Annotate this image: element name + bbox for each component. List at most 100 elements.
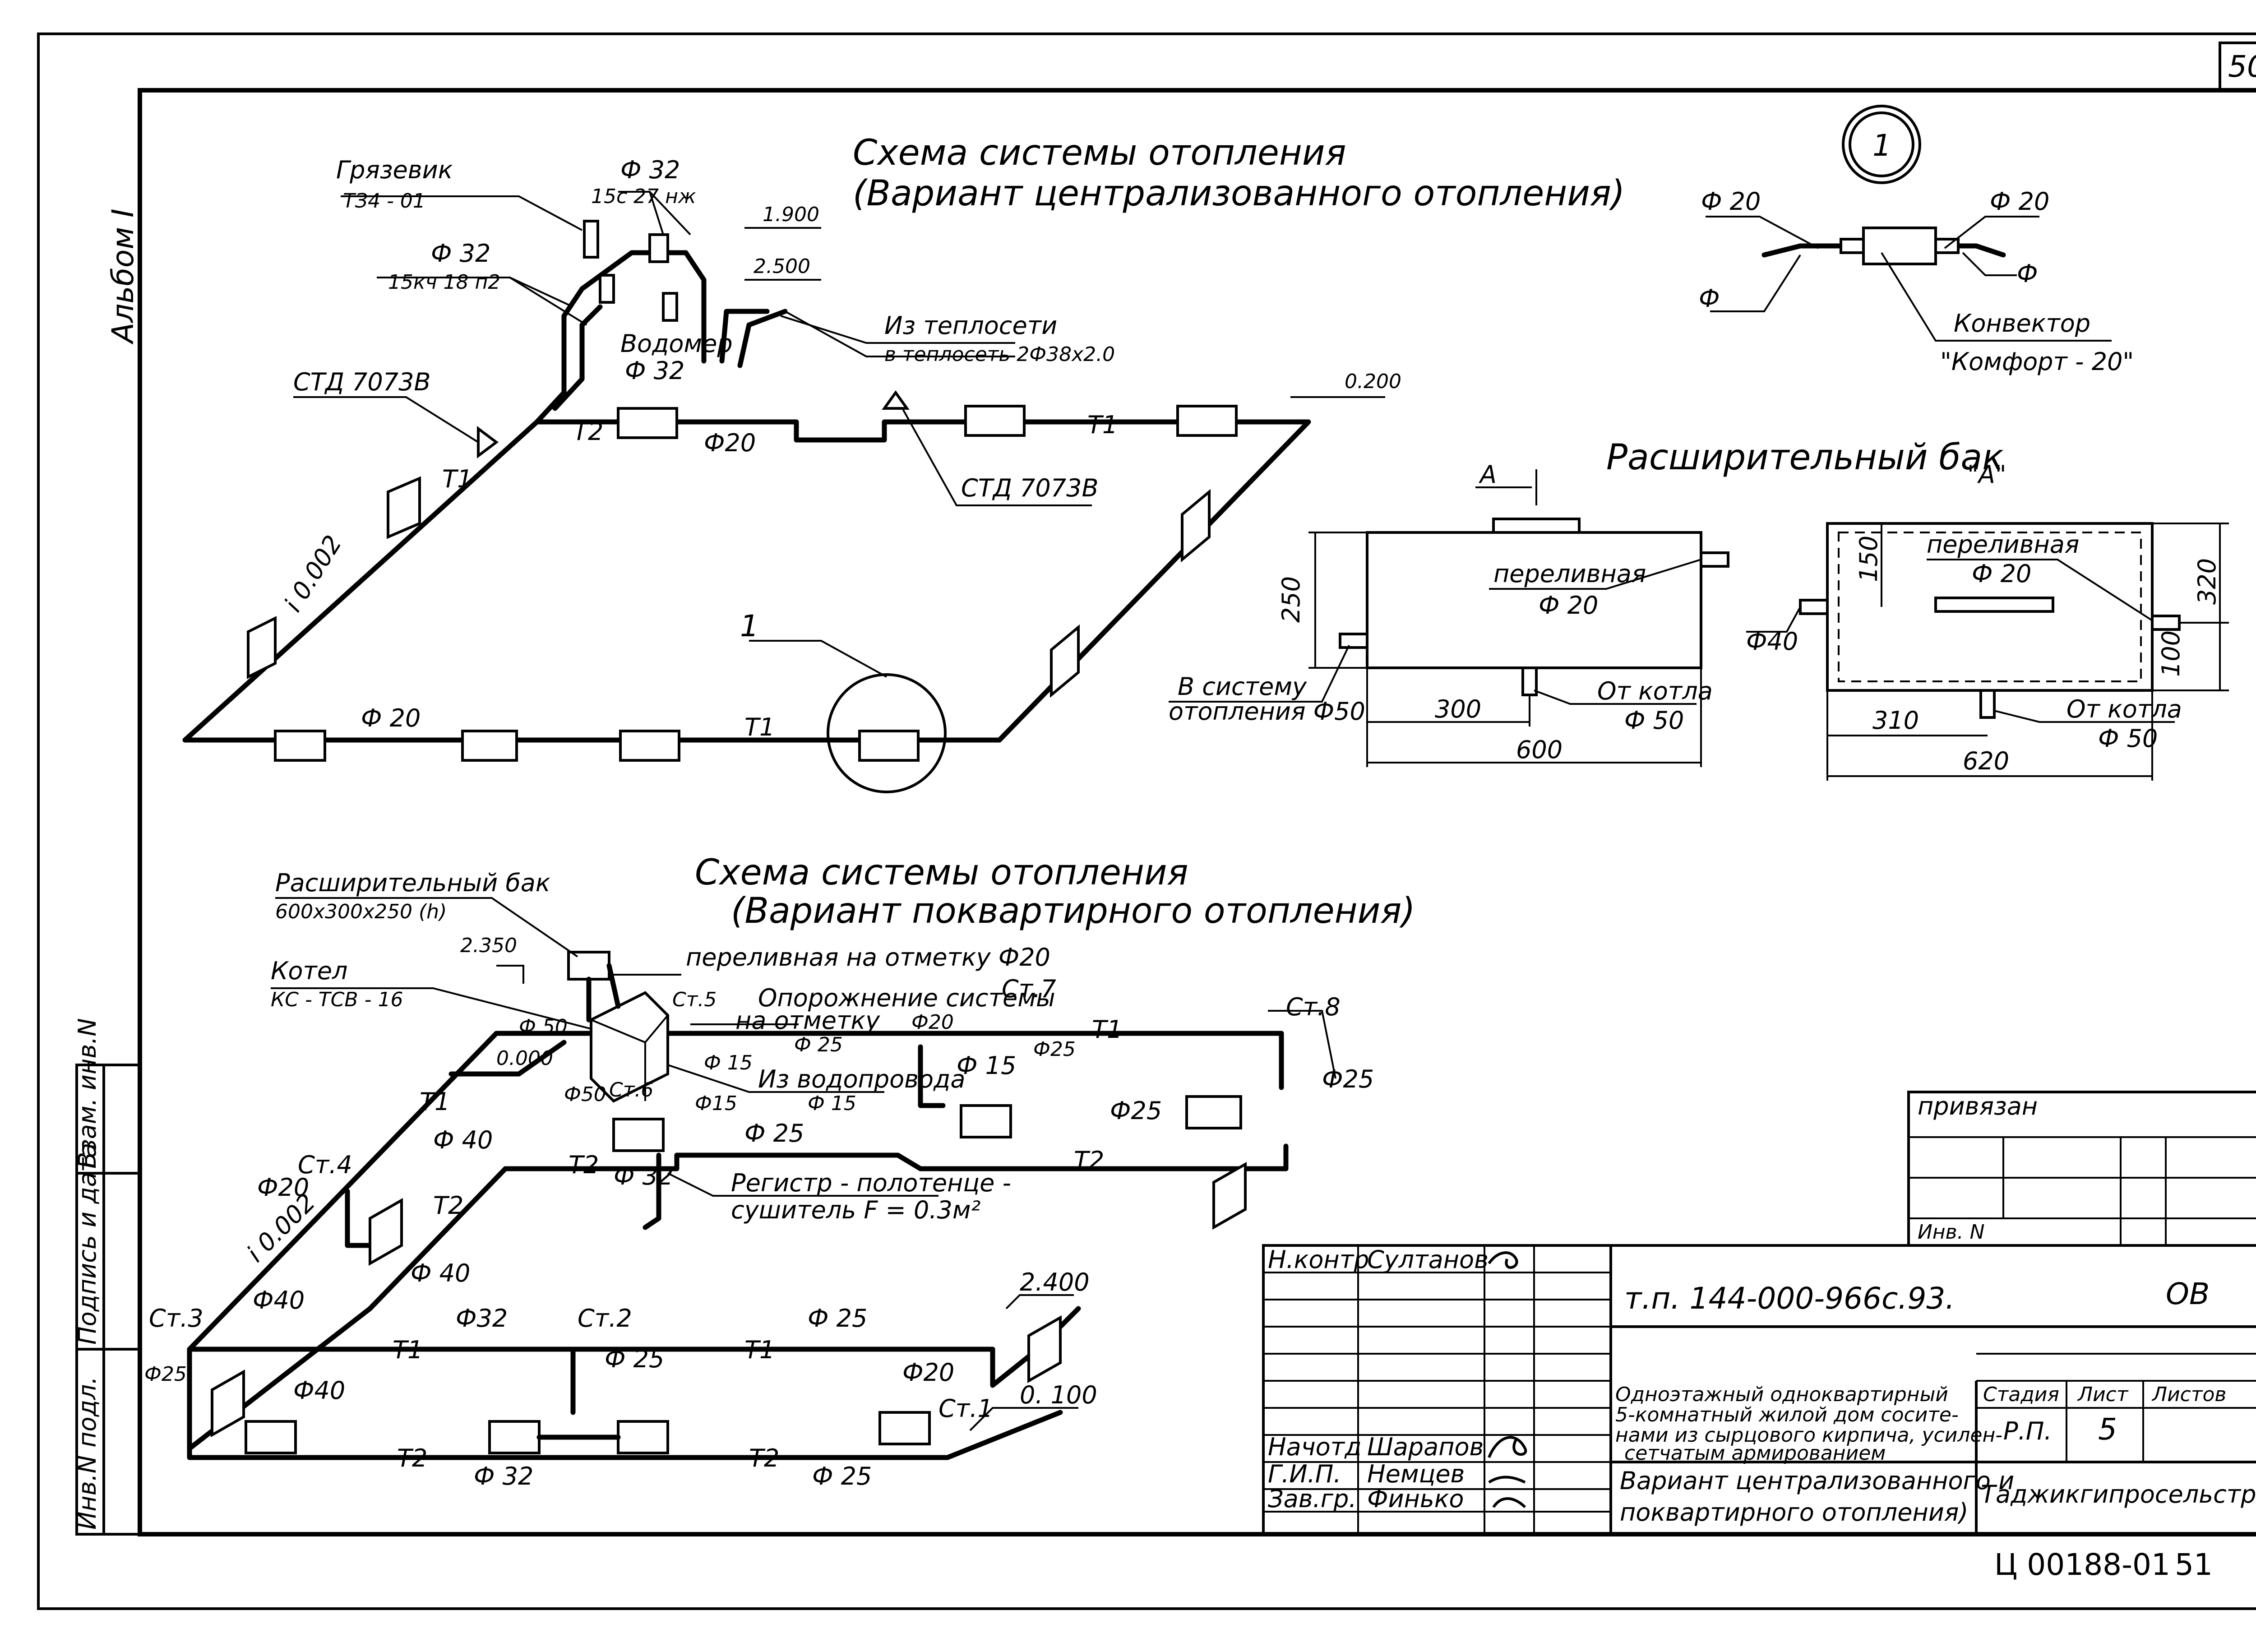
- bottom-d50b: Ф50: [564, 1083, 606, 1106]
- bottom-d25b: Ф25: [1033, 1038, 1076, 1061]
- label-st6: Ст.6: [609, 1078, 653, 1101]
- radiator-st8: [1185, 1095, 1242, 1129]
- dim-310-label: 310: [1872, 706, 1919, 735]
- bottom-d20b: Ф20: [902, 1358, 954, 1387]
- bottom-d20: Ф20: [257, 1173, 309, 1202]
- tank-d40: Ф40: [1746, 627, 1798, 656]
- leader-d40: [1746, 606, 1801, 633]
- from-boiler-1: От котла: [1597, 677, 1713, 705]
- elev-0200: 0.200: [1345, 370, 1401, 393]
- label-st3: Ст.3: [149, 1304, 203, 1333]
- leader-std-1: [293, 396, 479, 443]
- top-scheme-title-1: Схема системы отопления: [853, 133, 1346, 173]
- heat-net-from: Из теплосети: [884, 311, 1057, 340]
- sheet-title-1: Вариант централизованного и: [1620, 1467, 2014, 1495]
- top-riser-2: [552, 304, 603, 411]
- dim-300-label: 300: [1435, 695, 1481, 723]
- radiator-st2-a: [488, 1420, 541, 1454]
- dim-600-label: 600: [1516, 736, 1563, 764]
- water-supply-d: Ф 15: [808, 1092, 856, 1115]
- detail-d-left: Ф: [1699, 284, 1720, 313]
- detail-1-number: 1: [1872, 128, 1891, 163]
- dim-320-label: 320: [2193, 558, 2221, 605]
- tank-inlet-bottom: [1521, 666, 1538, 696]
- boiler-label: Котел: [271, 957, 348, 985]
- nachotd-label: Начотд: [1268, 1433, 1361, 1461]
- valve1-diameter: Ф 32: [620, 156, 680, 184]
- expansion-tank-details: Расширительный бак А переливная Ф 20 250…: [1169, 437, 2229, 781]
- inner-frame: [138, 88, 2256, 1536]
- leader-mud-trap: [341, 195, 582, 231]
- section-a-label: А: [1479, 460, 1497, 489]
- tank-section: [1366, 531, 1702, 669]
- desc-line-3: нами из сырцового кирпича, усилен-: [1615, 1424, 2002, 1447]
- towel-2: сушитель F = 0.3м²: [731, 1196, 980, 1224]
- water-supply: Из водопровода: [758, 1065, 965, 1093]
- convector-label: Конвектор: [1954, 309, 2090, 338]
- detail-1-circle: [827, 673, 947, 793]
- valve1-code: 15с 27 нж: [591, 185, 696, 208]
- radiator-st8-side: [1212, 1161, 1247, 1230]
- radiator-st1-side: [1027, 1315, 1062, 1384]
- outer-frame: [37, 32, 2256, 1610]
- radiator-st3-side: [211, 1369, 245, 1438]
- bottom-d25h: Ф 25: [812, 1462, 872, 1490]
- label-st2: Ст.2: [578, 1304, 632, 1333]
- bottom-d32b: Ф32: [456, 1304, 508, 1333]
- bottom-d40c: Ф40: [253, 1286, 305, 1314]
- radiator-st1: [878, 1411, 931, 1445]
- bottom-d50: Ф 50: [519, 1015, 568, 1038]
- bottom-d32: Ф 32: [614, 1162, 673, 1190]
- bottom-d40: Ф 40: [433, 1126, 493, 1154]
- signature-1: [1488, 1251, 1518, 1269]
- bottom-t1-c: Т1: [393, 1336, 423, 1364]
- leader-st8: [1268, 1010, 1336, 1079]
- bottom-t2-a: Т2: [569, 1151, 599, 1179]
- dim-620-label: 620: [1963, 747, 2009, 775]
- valve2-diameter: Ф 32: [431, 239, 490, 268]
- privyazan-label: привязан: [1918, 1092, 2038, 1120]
- expansion-tank: [567, 951, 610, 981]
- detail-d20-left: Ф 20: [1701, 187, 1761, 216]
- label-st8: Ст.8: [1286, 993, 1341, 1021]
- footer-code: Ц 00188-01: [1994, 1547, 2170, 1582]
- leader-d-right: [1962, 252, 2017, 276]
- std-valve-icon: [477, 426, 499, 458]
- boiler-model: КС - ТСВ - 16: [271, 988, 403, 1011]
- zavgr-name: Финько: [1367, 1485, 1464, 1513]
- elev-2350-line: [496, 965, 524, 984]
- main-stamp: [1262, 1244, 2256, 1536]
- tank-title: Расширительный бак: [1606, 437, 2003, 478]
- convector-top-3: [1176, 405, 1238, 437]
- elev-2400-line: [1005, 1294, 1074, 1310]
- n-kontr-label: Н.контр: [1268, 1245, 1369, 1274]
- leader-towel: [667, 1172, 938, 1197]
- from-boiler-2-d: Ф 50: [2098, 724, 2158, 753]
- nachotd-name: Шарапов: [1367, 1433, 1484, 1461]
- tank-plan-bar: [1934, 597, 2054, 613]
- desc-line-2: 5-комнатный жилой дом сосите-: [1615, 1403, 1959, 1426]
- convector-bottom-4: [858, 730, 920, 762]
- convector-left-2: [247, 616, 277, 679]
- sheet-value: 5: [2098, 1412, 2117, 1447]
- leader-overflow-2: [1927, 559, 2153, 621]
- convector-bottom-2: [461, 730, 518, 762]
- bottom-st4-drop: [345, 1189, 373, 1248]
- leader-from-boiler-2: [1994, 710, 2175, 723]
- leader-water-supply: [667, 1064, 884, 1093]
- label-st1: Ст.1: [938, 1394, 993, 1423]
- top-pipe-supply: [534, 419, 1180, 443]
- tank-plan-right-pipe: [2151, 615, 2181, 631]
- bottom-t1-a: Т1: [1092, 1015, 1122, 1044]
- valve2-code: 15кч 18 п2: [388, 271, 500, 294]
- radiator-st7: [960, 1104, 1012, 1138]
- leader-valve1-b: [649, 191, 691, 236]
- leader-d-left: [1710, 254, 1801, 312]
- leader-d20-right: [1944, 216, 2039, 249]
- dim-100-label: 100: [2157, 630, 2185, 677]
- signature-2: [1488, 1436, 1527, 1458]
- convector-bottom-1: [274, 730, 326, 762]
- water-meter-icon: [599, 274, 615, 304]
- inv-no-label: Инв. N: [1918, 1221, 1985, 1244]
